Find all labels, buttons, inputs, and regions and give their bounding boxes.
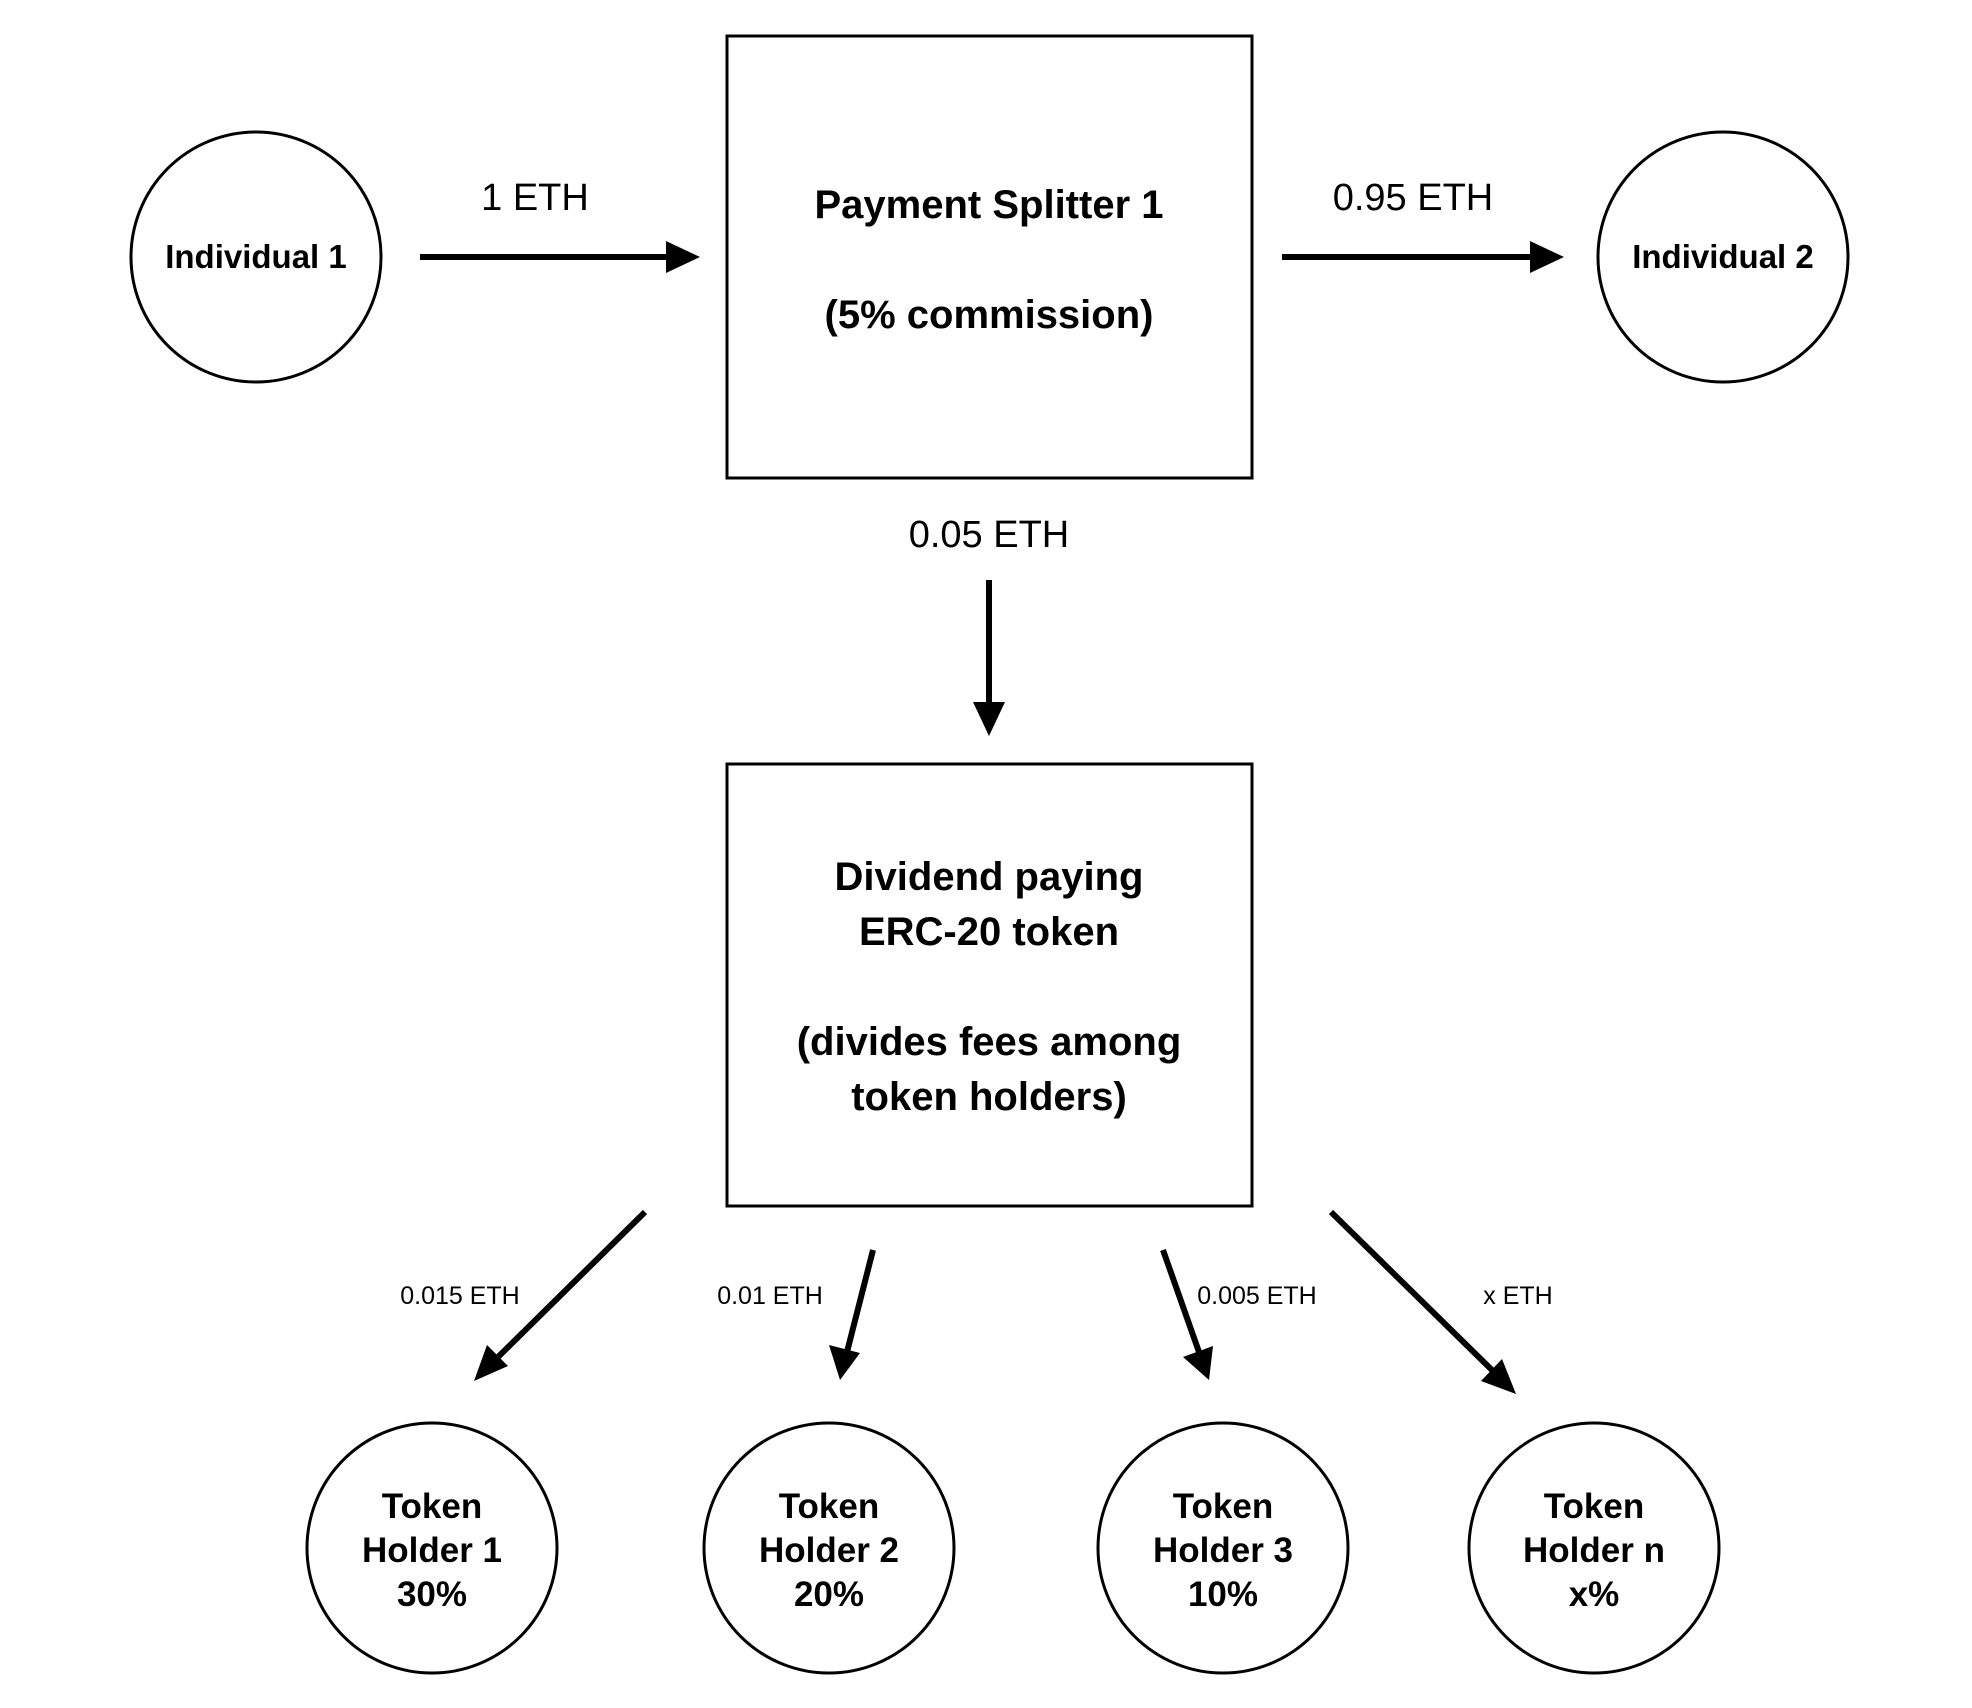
arrowhead-icon bbox=[666, 241, 700, 273]
individual-2-node: Individual 2 bbox=[1596, 130, 1850, 384]
token-holder-n-line-2: Holder n bbox=[1523, 1531, 1665, 1570]
dividend-token-line-1: Dividend paying bbox=[835, 855, 1144, 899]
token-holder-1-line-2: Holder 1 bbox=[362, 1531, 502, 1570]
edge-token-to-holder-n: x ETH bbox=[1328, 1209, 1553, 1394]
token-holder-1-line-1: Token bbox=[382, 1487, 482, 1526]
edge-label-0-05-eth: 0.05 ETH bbox=[909, 514, 1070, 556]
edge-label-0-005-eth: 0.005 ETH bbox=[1197, 1282, 1317, 1310]
arrowhead-icon bbox=[1183, 1346, 1213, 1380]
token-holder-3-line-2: Holder 3 bbox=[1153, 1531, 1293, 1570]
token-holder-2-line-1: Token bbox=[779, 1487, 879, 1526]
token-holder-2-line-3: 20% bbox=[794, 1575, 864, 1614]
edge-token-to-holder-1: 0.015 ETH bbox=[400, 1209, 648, 1381]
edge-label-0-015-eth: 0.015 ETH bbox=[400, 1282, 520, 1310]
token-holder-2-line-2: Holder 2 bbox=[759, 1531, 899, 1570]
edge-token-to-holder-3: 0.005 ETH bbox=[1160, 1249, 1317, 1380]
token-holder-1-node: Token Holder 1 30% bbox=[305, 1421, 559, 1675]
individual-1-node: Individual 1 bbox=[129, 130, 383, 384]
dividend-token-line-4: token holders) bbox=[851, 1075, 1127, 1119]
edge-label-0-01-eth: 0.01 ETH bbox=[717, 1282, 823, 1310]
token-holder-3-node: Token Holder 3 10% bbox=[1096, 1421, 1350, 1675]
dividend-token-line-3: (divides fees among bbox=[797, 1020, 1182, 1064]
individual-1-label: Individual 1 bbox=[165, 238, 347, 275]
token-holder-n-line-1: Token bbox=[1544, 1487, 1644, 1526]
token-holder-n-node: Token Holder n x% bbox=[1467, 1421, 1721, 1675]
edge-label-1-eth: 1 ETH bbox=[481, 177, 589, 219]
token-holder-1-line-3: 30% bbox=[397, 1575, 467, 1614]
arrowhead-icon bbox=[973, 702, 1005, 736]
edge-splitter-to-token: 0.05 ETH bbox=[909, 514, 1070, 736]
arrowhead-icon bbox=[829, 1345, 860, 1380]
arrowhead-icon bbox=[1530, 241, 1564, 273]
arrowhead-icon bbox=[474, 1345, 508, 1381]
edge-token-to-holder-2: 0.01 ETH bbox=[717, 1249, 876, 1380]
payment-splitter-title: Payment Splitter 1 bbox=[814, 183, 1163, 227]
token-holder-3-line-3: 10% bbox=[1188, 1575, 1258, 1614]
edge-individual-1-to-splitter: 1 ETH bbox=[420, 177, 700, 273]
token-holder-3-line-1: Token bbox=[1173, 1487, 1273, 1526]
edge-splitter-to-individual-2: 0.95 ETH bbox=[1282, 177, 1564, 273]
token-holder-2-node: Token Holder 2 20% bbox=[702, 1421, 956, 1675]
edge-label-x-eth: x ETH bbox=[1483, 1282, 1552, 1310]
dividend-token-node: Dividend paying ERC-20 token (divides fe… bbox=[725, 762, 1254, 1208]
payment-splitter-node: Payment Splitter 1 (5% commission) bbox=[725, 34, 1254, 480]
token-holder-n-line-3: x% bbox=[1569, 1575, 1620, 1614]
arrowhead-icon bbox=[1481, 1359, 1516, 1394]
edge-label-0-95-eth: 0.95 ETH bbox=[1333, 177, 1494, 219]
dividend-token-line-2: ERC-20 token bbox=[859, 910, 1119, 954]
payment-splitter-commission: (5% commission) bbox=[825, 293, 1154, 337]
individual-2-label: Individual 2 bbox=[1632, 238, 1814, 275]
